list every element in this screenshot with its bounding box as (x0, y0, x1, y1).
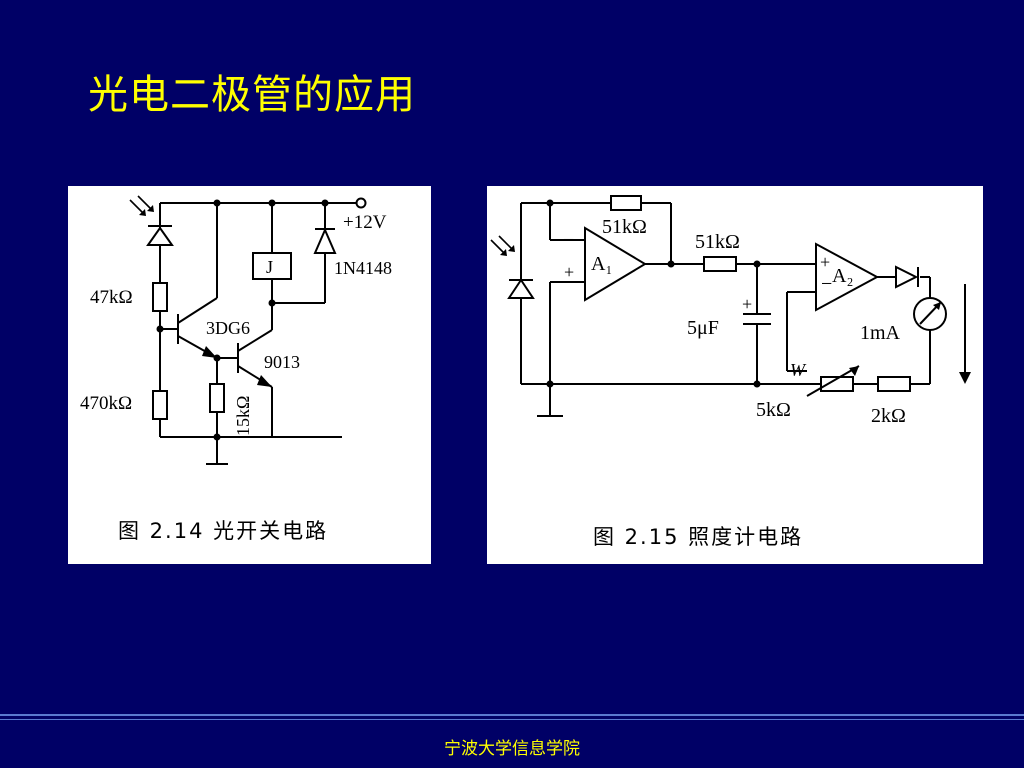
label-a1-minus: − (563, 229, 574, 251)
label-pot: 5kΩ (756, 399, 791, 421)
label-a2: A₂ (832, 265, 853, 287)
label-cap-plus: + (742, 294, 752, 314)
figure-2-14-panel: +12V J 1N4148 47kΩ 3DG6 9013 470kΩ 15kΩ … (68, 186, 431, 564)
slide-title: 光电二极管的应用 (88, 72, 416, 118)
label-a1: A₁ (591, 253, 612, 275)
footer-institution: 宁波大学信息学院 (444, 739, 580, 759)
label-vcc: +12V (343, 212, 387, 233)
footer-divider-bottom (0, 719, 1024, 720)
label-cap: 5μF (687, 317, 719, 339)
label-a1-plus: + (564, 262, 574, 282)
label-a2-plus: + (820, 252, 830, 272)
label-r1: 47kΩ (90, 287, 133, 308)
label-r3: 15kΩ (233, 396, 253, 436)
label-a2-minus: − (821, 273, 832, 295)
light-meter-circuit-diagram: − + A₁ 51kΩ 51kΩ + − A₂ + 5μF 1mA W 5kΩ … (490, 195, 971, 549)
label-diode: 1N4148 (334, 258, 392, 278)
label-t1: 3DG6 (206, 318, 250, 338)
label-r2: 2kΩ (871, 405, 906, 427)
caption-2-14: 图 2.14 光开关电路 (118, 519, 328, 543)
caption-2-15: 图 2.15 照度计电路 (593, 525, 803, 549)
label-r2: 470kΩ (80, 393, 132, 414)
light-switch-circuit-diagram: +12V J 1N4148 47kΩ 3DG6 9013 470kΩ 15kΩ … (80, 195, 392, 543)
label-t2: 9013 (264, 352, 300, 372)
footer-divider-top (0, 714, 1024, 716)
label-meter: 1mA (860, 322, 901, 344)
label-w: W (790, 360, 807, 380)
figure-2-15-panel: − + A₁ 51kΩ 51kΩ + − A₂ + 5μF 1mA W 5kΩ … (487, 186, 983, 564)
label-rin: 51kΩ (695, 231, 740, 253)
label-rf: 51kΩ (602, 216, 647, 238)
label-relay: J (266, 257, 273, 277)
